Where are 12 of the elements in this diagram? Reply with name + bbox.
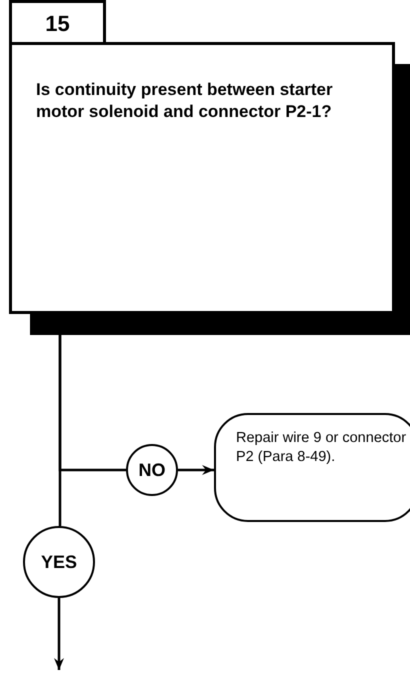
answer-label: YES <box>40 552 78 572</box>
answer-label: NO <box>138 460 166 480</box>
question-box <box>9 42 395 314</box>
arrow <box>178 465 214 475</box>
question-text: Is continuity present between starter motor solenoid and connector P2-1? <box>36 79 334 124</box>
action-text: Repair wire 9 or connector P2 (Para 8-49). <box>236 429 407 466</box>
action-box <box>214 413 410 522</box>
step-number: 15 <box>45 10 70 36</box>
answer-circle <box>126 444 178 496</box>
step-number-box <box>9 0 106 44</box>
connector-line <box>58 335 126 472</box>
arrow <box>54 598 64 670</box>
